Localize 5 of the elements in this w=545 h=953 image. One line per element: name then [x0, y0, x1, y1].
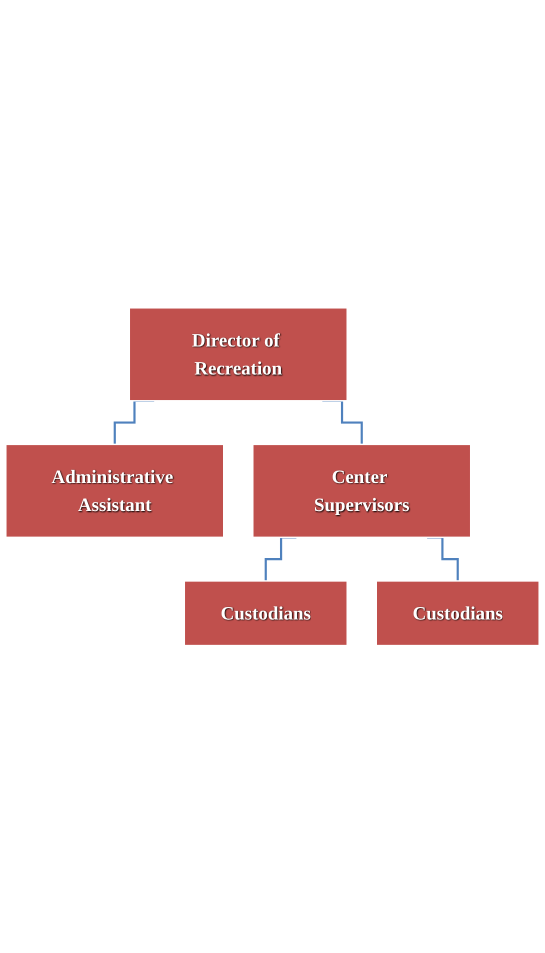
node-box: Center Supervisors [252, 443, 472, 538]
node-box: Administrative Assistant [5, 443, 224, 538]
node-box: Custodians [376, 580, 540, 646]
node-box: Custodians [184, 580, 348, 646]
node-box: Director of Recreation [128, 306, 348, 402]
